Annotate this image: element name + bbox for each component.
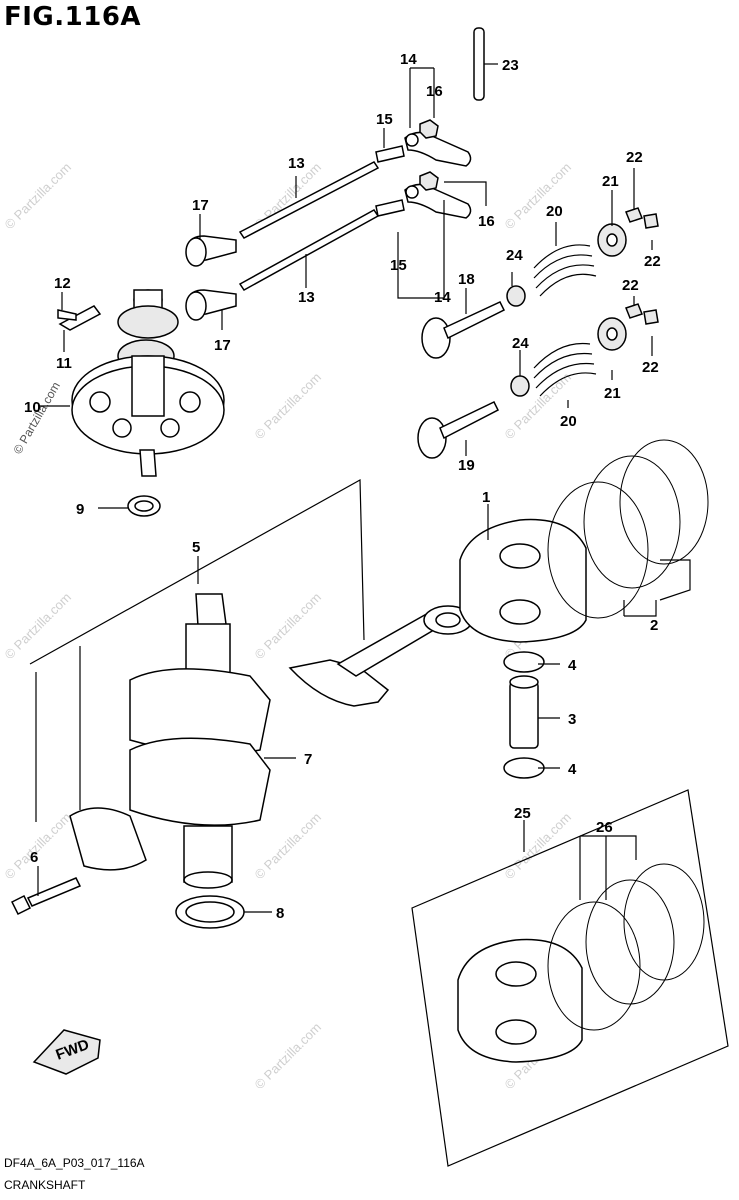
valve-spring-20 xyxy=(533,244,597,397)
adjust-screw-15 xyxy=(375,145,405,217)
callout-7: 7 xyxy=(304,751,312,768)
piston-1 xyxy=(459,518,587,643)
callout-8: 8 xyxy=(276,905,284,922)
callout-24: 24 xyxy=(506,247,523,264)
callout-19: 19 xyxy=(458,457,475,474)
callout-12: 9 xyxy=(76,501,84,518)
callout-4: 4 xyxy=(568,657,577,674)
callout-14: 14 xyxy=(434,289,451,306)
callout-5: 5 xyxy=(192,539,200,556)
callout-20: 20 xyxy=(560,413,577,430)
thrust-washer-8 xyxy=(175,895,245,929)
callout-26: 26 xyxy=(596,819,613,836)
callout-11: 12 xyxy=(54,275,71,292)
watermark: © Partzilla.com xyxy=(252,370,325,443)
watermark: © Partzilla.com xyxy=(252,810,325,883)
rocker-arm-lower xyxy=(404,183,472,219)
callout-3: 3 xyxy=(568,711,576,728)
spring-retainer-21 xyxy=(597,223,627,351)
callout-2: 2 xyxy=(650,617,658,634)
callout-25: 25 xyxy=(514,805,531,822)
callout-17: 17 xyxy=(214,337,231,354)
oversize-piston-box xyxy=(411,789,729,1167)
watermark: © Partzilla.com xyxy=(10,379,63,456)
callout-1: 1 xyxy=(482,489,490,506)
washer-12 xyxy=(127,495,161,517)
section-name: CRANKSHAFT xyxy=(4,1178,86,1192)
diagram-code: DF4A_6A_P03_017_116A xyxy=(4,1156,145,1170)
piston-rings-26 xyxy=(547,863,705,1031)
watermark: © Partzilla.com xyxy=(252,590,325,663)
nut-16 xyxy=(419,119,439,191)
leader-lines xyxy=(29,63,691,913)
rod-cap xyxy=(69,807,147,871)
piston-pin-3 xyxy=(509,675,539,749)
callout-18: 18 xyxy=(458,271,475,288)
callout-4: 4 xyxy=(568,761,577,778)
valve-seal-24 xyxy=(506,285,530,397)
clip-4 xyxy=(503,651,545,779)
valve-18 xyxy=(421,301,506,359)
callout-22: 22 xyxy=(626,149,643,166)
retainer-plate-10 xyxy=(58,305,102,331)
callout-6: 6 xyxy=(30,849,38,866)
push-rod-23 xyxy=(473,27,485,101)
callout-14: 14 xyxy=(400,51,417,68)
callout-16: 16 xyxy=(426,83,443,100)
callout-22: 22 xyxy=(622,277,639,294)
callout-20: 20 xyxy=(546,203,563,220)
callout-22: 22 xyxy=(644,253,661,270)
crankshaft-7 xyxy=(129,593,271,889)
callout-9: 10 xyxy=(24,399,41,416)
rocker-arm-upper xyxy=(404,131,472,167)
fwd-arrow: FWD xyxy=(32,1029,101,1075)
callout-22: 22 xyxy=(642,359,659,376)
bolt-6 xyxy=(10,877,82,916)
callout-24: 24 xyxy=(512,335,529,352)
watermark: © Partzilla.com xyxy=(502,810,575,883)
valve-19 xyxy=(417,401,500,459)
callout-labels: 23 14 16 15 13 17 16 15 14 13 17 18 24 2… xyxy=(24,51,661,922)
callout-13: 13 xyxy=(298,289,315,306)
callout-17: 17 xyxy=(192,197,209,214)
connecting-rod-5 xyxy=(288,605,473,707)
callout-21: 21 xyxy=(604,385,621,402)
callout-23: 23 xyxy=(502,57,519,74)
bolt-11 xyxy=(57,309,77,321)
piston-25 xyxy=(457,938,583,1063)
piston-rings-2 xyxy=(547,439,709,619)
callout-10: 11 xyxy=(56,355,72,372)
callout-16: 16 xyxy=(478,213,495,230)
watermark: © Partzilla.com xyxy=(2,590,75,663)
watermark: © Partzilla.com xyxy=(2,160,75,233)
callout-15: 15 xyxy=(376,111,393,128)
callout-21: 21 xyxy=(602,173,619,190)
watermark: © Partzilla.com xyxy=(502,160,575,233)
tappet-17 xyxy=(185,235,237,321)
push-rod-13 xyxy=(238,161,380,291)
callout-15: 15 xyxy=(390,257,407,274)
callout-13: 13 xyxy=(288,155,305,172)
figure-title: FIG.116A xyxy=(4,2,142,32)
watermark: © Partzilla.com xyxy=(252,1020,325,1093)
camshaft-9 xyxy=(71,289,225,477)
